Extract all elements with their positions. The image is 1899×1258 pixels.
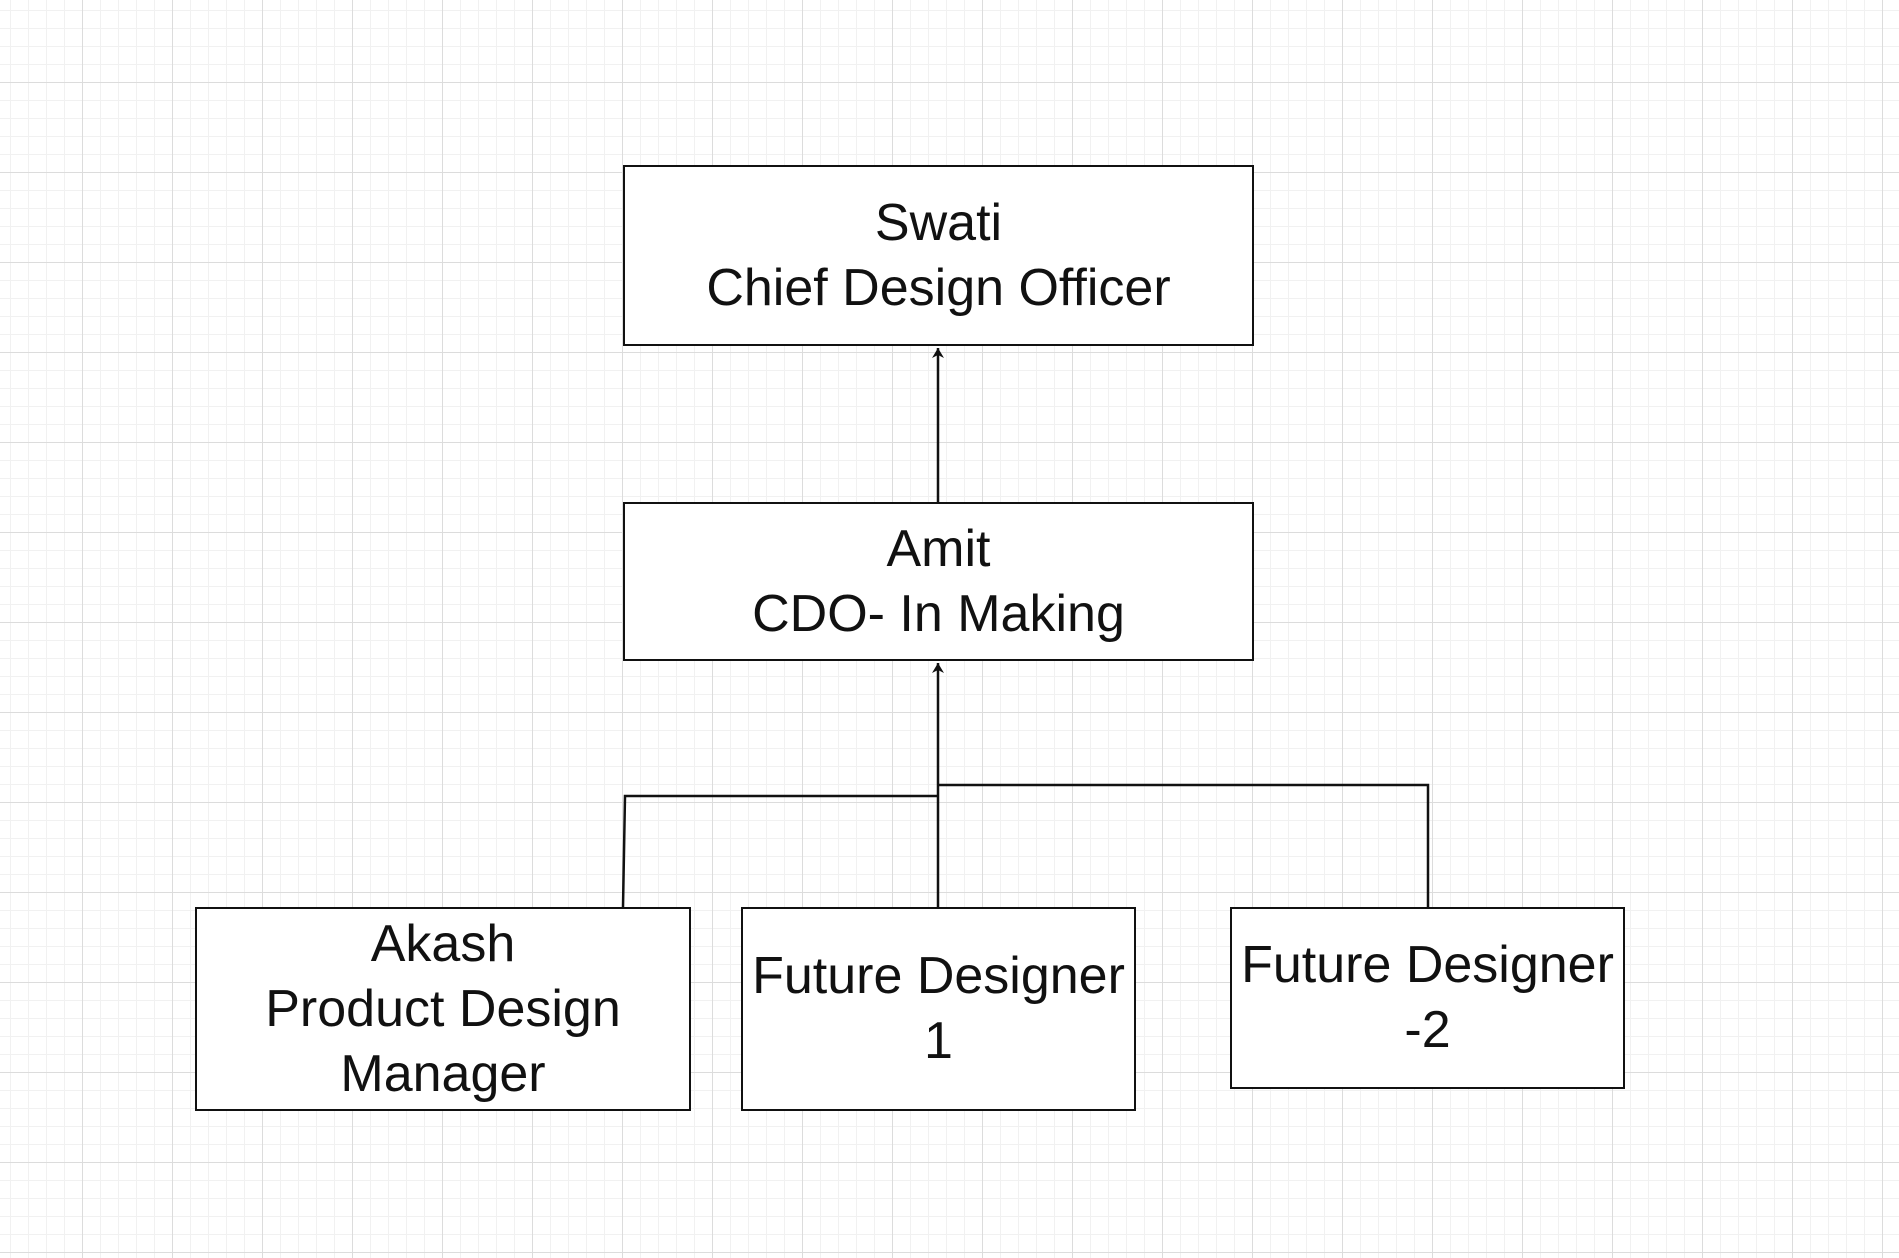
org-node-swati[interactable]: Swati Chief Design Officer	[623, 165, 1254, 346]
node-name: Amit	[886, 519, 991, 578]
node-role: Product Design Manager	[265, 979, 621, 1103]
node-role: Chief Design Officer	[706, 258, 1171, 317]
node-name: Future Designer	[752, 947, 1125, 1005]
node-name: Swati	[874, 193, 1003, 252]
edge-akash-to-amit[interactable]	[621, 794, 938, 908]
org-node-amit[interactable]: Amit CDO- In Making	[623, 502, 1254, 661]
node-role: 1	[924, 1012, 953, 1070]
edge-future-designer-2-to-amit[interactable]	[938, 783, 1430, 907]
node-role: -2	[1404, 1001, 1451, 1059]
org-node-akash[interactable]: Akash Product Design Manager	[195, 907, 691, 1111]
node-name: Akash	[370, 914, 516, 973]
node-name: Future Designer	[1241, 936, 1614, 994]
node-role: CDO- In Making	[752, 584, 1125, 643]
org-node-future-designer-1[interactable]: Future Designer 1	[741, 907, 1136, 1111]
org-node-future-designer-2[interactable]: Future Designer -2	[1230, 907, 1625, 1089]
